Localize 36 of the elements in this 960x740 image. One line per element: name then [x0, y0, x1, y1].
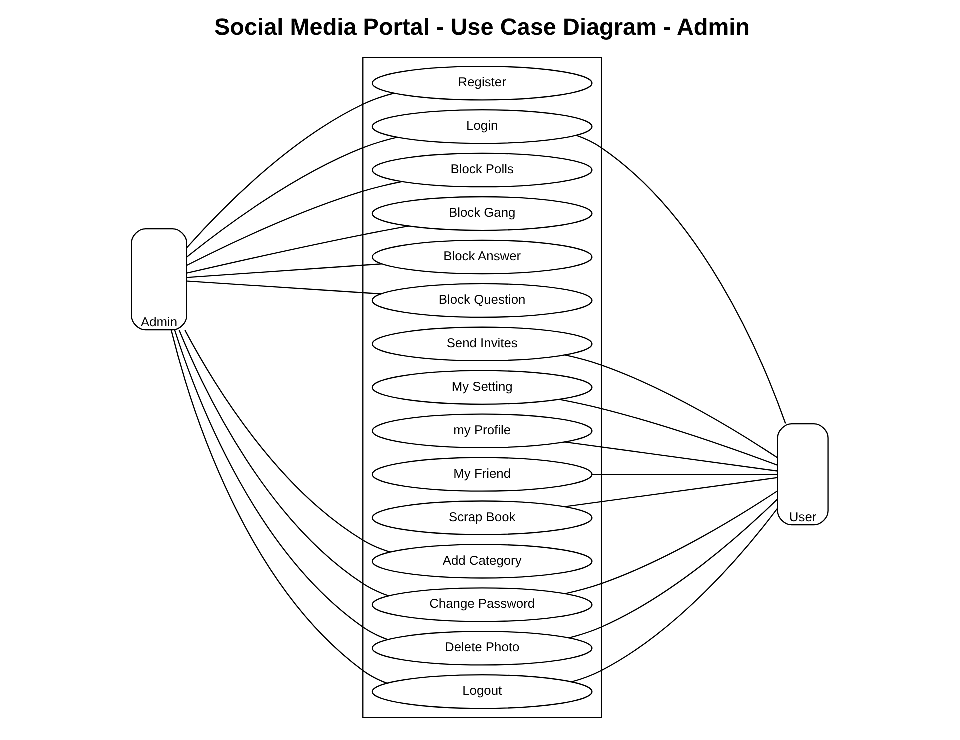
node-ellipse: Block Gang: [372, 196, 593, 232]
connector: [178, 330, 390, 597]
node-ellipse: Login: [372, 109, 593, 144]
connector: [559, 398, 778, 466]
connector: [186, 136, 398, 258]
node-ellipse: Register: [372, 66, 593, 101]
connector: [186, 226, 410, 274]
connector: [568, 499, 778, 639]
node-ellipse: Send Invites: [372, 326, 593, 362]
node-box: Admin: [131, 228, 188, 331]
node-ellipse: My Setting: [372, 370, 593, 405]
node-ellipse: Scrap Book: [372, 500, 593, 536]
node-ellipse: Block Polls: [372, 152, 593, 188]
node-ellipse: Block Answer: [372, 240, 593, 275]
node-ellipse: my Profile: [372, 414, 593, 448]
connector: [576, 134, 786, 424]
connector: [187, 264, 382, 278]
connector: [187, 280, 382, 295]
node-ellipse: Block Question: [372, 283, 593, 318]
node-ellipse: Change Password: [372, 588, 593, 622]
connector: [186, 181, 403, 266]
diagram-title: Social Media Portal - Use Case Diagram - Admin: [214, 14, 750, 40]
connector: [564, 442, 778, 472]
node-ellipse: Add Category: [372, 544, 593, 579]
node-box: User: [777, 423, 829, 526]
connector: [592, 474, 778, 476]
connector: [184, 330, 391, 553]
connector: [564, 354, 778, 459]
cluster: [362, 56, 602, 718]
connector: [564, 477, 778, 508]
node-ellipse: My Friend: [372, 457, 593, 492]
connector: [186, 92, 395, 248]
connector: [572, 508, 778, 683]
node-ellipse: Delete Photo: [372, 631, 593, 666]
connector: [564, 490, 778, 594]
node-ellipse: Logout: [372, 674, 593, 710]
